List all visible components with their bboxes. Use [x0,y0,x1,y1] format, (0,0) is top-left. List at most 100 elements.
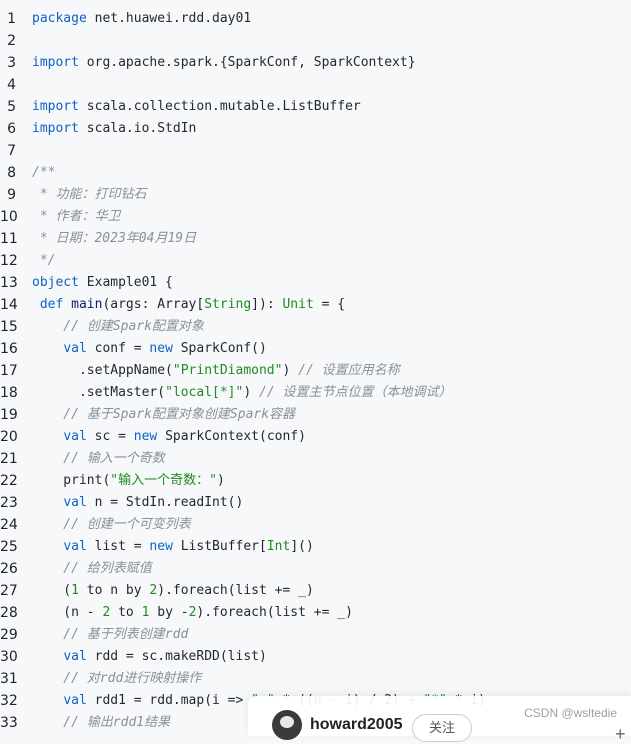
watermark: CSDN @wsltedie [524,706,617,720]
code-line: 33 // 输出rdd1结果 [0,712,631,734]
code-line: 18 .setMaster("local[*]") // 设置主节点位置（本地调… [0,382,631,404]
code-line: 12 */ [0,250,631,272]
code-line: 2 [0,30,631,52]
code-token: object [32,275,79,290]
code-text: .setMaster("local[*]") // 设置主节点位置（本地调试） [32,382,452,404]
plus-icon[interactable]: + [615,724,626,744]
code-token: new [133,429,158,444]
code-token: Unit [282,297,314,312]
line-number: 17 [0,363,18,379]
code-line: 28 (n - 2 to 1 by -2).foreach(list += _) [0,602,631,624]
line-number: 8 [7,165,16,181]
code-token: ( [32,583,72,598]
code-line: 10 * 作者：华卫 [0,206,631,228]
code-text: * 功能：打印钻石 [32,184,147,206]
code-token: ListBuffer[ [172,539,267,554]
code-token: print( [32,473,111,488]
code-text: object Example01 { [32,272,173,294]
author-name[interactable]: howard2005 [310,716,403,733]
code-line: 27 (1 to n by 2).foreach(list += _) [0,580,631,602]
code-token: // 基于Spark配置对象创建Spark容器 [32,407,296,422]
line-number: 32 [0,693,18,709]
code-text: // 创建一个可变列表 [32,514,191,536]
code-line: 4 [0,74,631,96]
code-text: // 输入一个奇数 [32,448,165,470]
code-token: def [39,297,64,312]
line-number: 33 [0,715,18,731]
code-line: 21 // 输入一个奇数 [0,448,631,470]
code-line: 29 // 基于列表创建rdd [0,624,631,646]
code-token: org.apache.spark.{SparkConf, SparkContex… [78,55,416,70]
code-token: package [32,11,87,26]
code-line: 8 /** [0,162,631,184]
code-text: * 日期：2023年04月19日 [32,228,196,250]
code-line: 5 import scala.collection.mutable.ListBuf… [0,96,631,118]
code-token: = { [313,297,346,312]
code-token: to [110,605,142,620]
code-line: 24 // 创建一个可变列表 [0,514,631,536]
code-token: n = StdIn.readInt() [86,495,244,510]
code-text: (n - 2 to 1 by -2).foreach(list += _) [32,602,353,624]
code-token [32,297,40,312]
code-text: val sc = new SparkContext(conf) [32,426,306,448]
line-number: 25 [0,539,18,555]
line-number: 24 [0,517,18,533]
code-token: new [149,539,173,554]
code-line: 17 .setAppName("PrintDiamond") // 设置应用名称 [0,360,631,382]
avatar[interactable] [272,710,302,740]
line-number: 31 [0,671,18,687]
code-token: val [63,341,87,356]
code-text: // 对rdd进行映射操作 [32,668,201,690]
line-number: 9 [7,187,16,203]
code-token: // 输出rdd1结果 [32,715,171,730]
code-text: // 基于列表创建rdd [32,624,188,646]
code-text: val rdd = sc.makeRDD(list) [32,646,267,668]
code-token: val [63,429,87,444]
code-token: val [63,495,87,510]
line-number: 1 [7,11,16,27]
code-token: rdd1 = rdd.map(i => [86,693,252,708]
line-number: 3 [7,55,16,71]
code-token: ).foreach(list += _) [157,583,314,598]
code-text: (1 to n by 2).foreach(list += _) [32,580,314,602]
code-line: 16 val conf = new SparkConf() [0,338,631,360]
code-text: val conf = new SparkConf() [32,338,267,360]
code-text: // 基于Spark配置对象创建Spark容器 [32,404,295,426]
code-token: */ [32,253,56,268]
code-token: Int [266,539,291,554]
code-token: 2 [149,583,158,598]
code-line: 30 val rdd = sc.makeRDD(list) [0,646,631,668]
code-line: 20 val sc = new SparkContext(conf) [0,426,631,448]
code-token: sc = [86,429,134,444]
code-token: Example01 { [78,275,173,290]
line-number: 5 [7,99,16,115]
code-token: val [63,693,87,708]
code-token: * 功能：打印钻石 [32,187,147,202]
code-token: SparkContext(conf) [157,429,306,444]
code-text: .setAppName("PrintDiamond") // 设置应用名称 [32,360,400,382]
code-token [32,495,63,510]
code-line: 1 package net.huawei.rdd.day01 [0,8,631,30]
follow-button[interactable]: 关注 [412,714,472,742]
line-number: 11 [0,231,18,247]
code-line: 31 // 对rdd进行映射操作 [0,668,631,690]
code-token: import [32,55,79,70]
code-text: package net.huawei.rdd.day01 [32,8,251,30]
code-line: 25 val list = new ListBuffer[Int]() [0,536,631,558]
code-text: // 创建Spark配置对象 [32,316,204,338]
line-number: 29 [0,627,18,643]
code-token: ]): [251,297,283,312]
code-text: import scala.collection.mutable.ListBuff… [32,96,361,118]
code-token: .setMaster( [32,385,166,400]
code-token: "PrintDiamond" [172,363,283,378]
code-text: */ [32,250,56,272]
code-token: by - [149,605,189,620]
code-token: scala.collection.mutable.ListBuffer [78,99,361,114]
code-token: String [204,297,252,312]
code-token [32,539,63,554]
code-line: 14 def main(args: Array[String]): Unit =… [0,294,631,316]
code-token: /** [32,165,56,180]
code-token: // 基于列表创建rdd [32,627,189,642]
